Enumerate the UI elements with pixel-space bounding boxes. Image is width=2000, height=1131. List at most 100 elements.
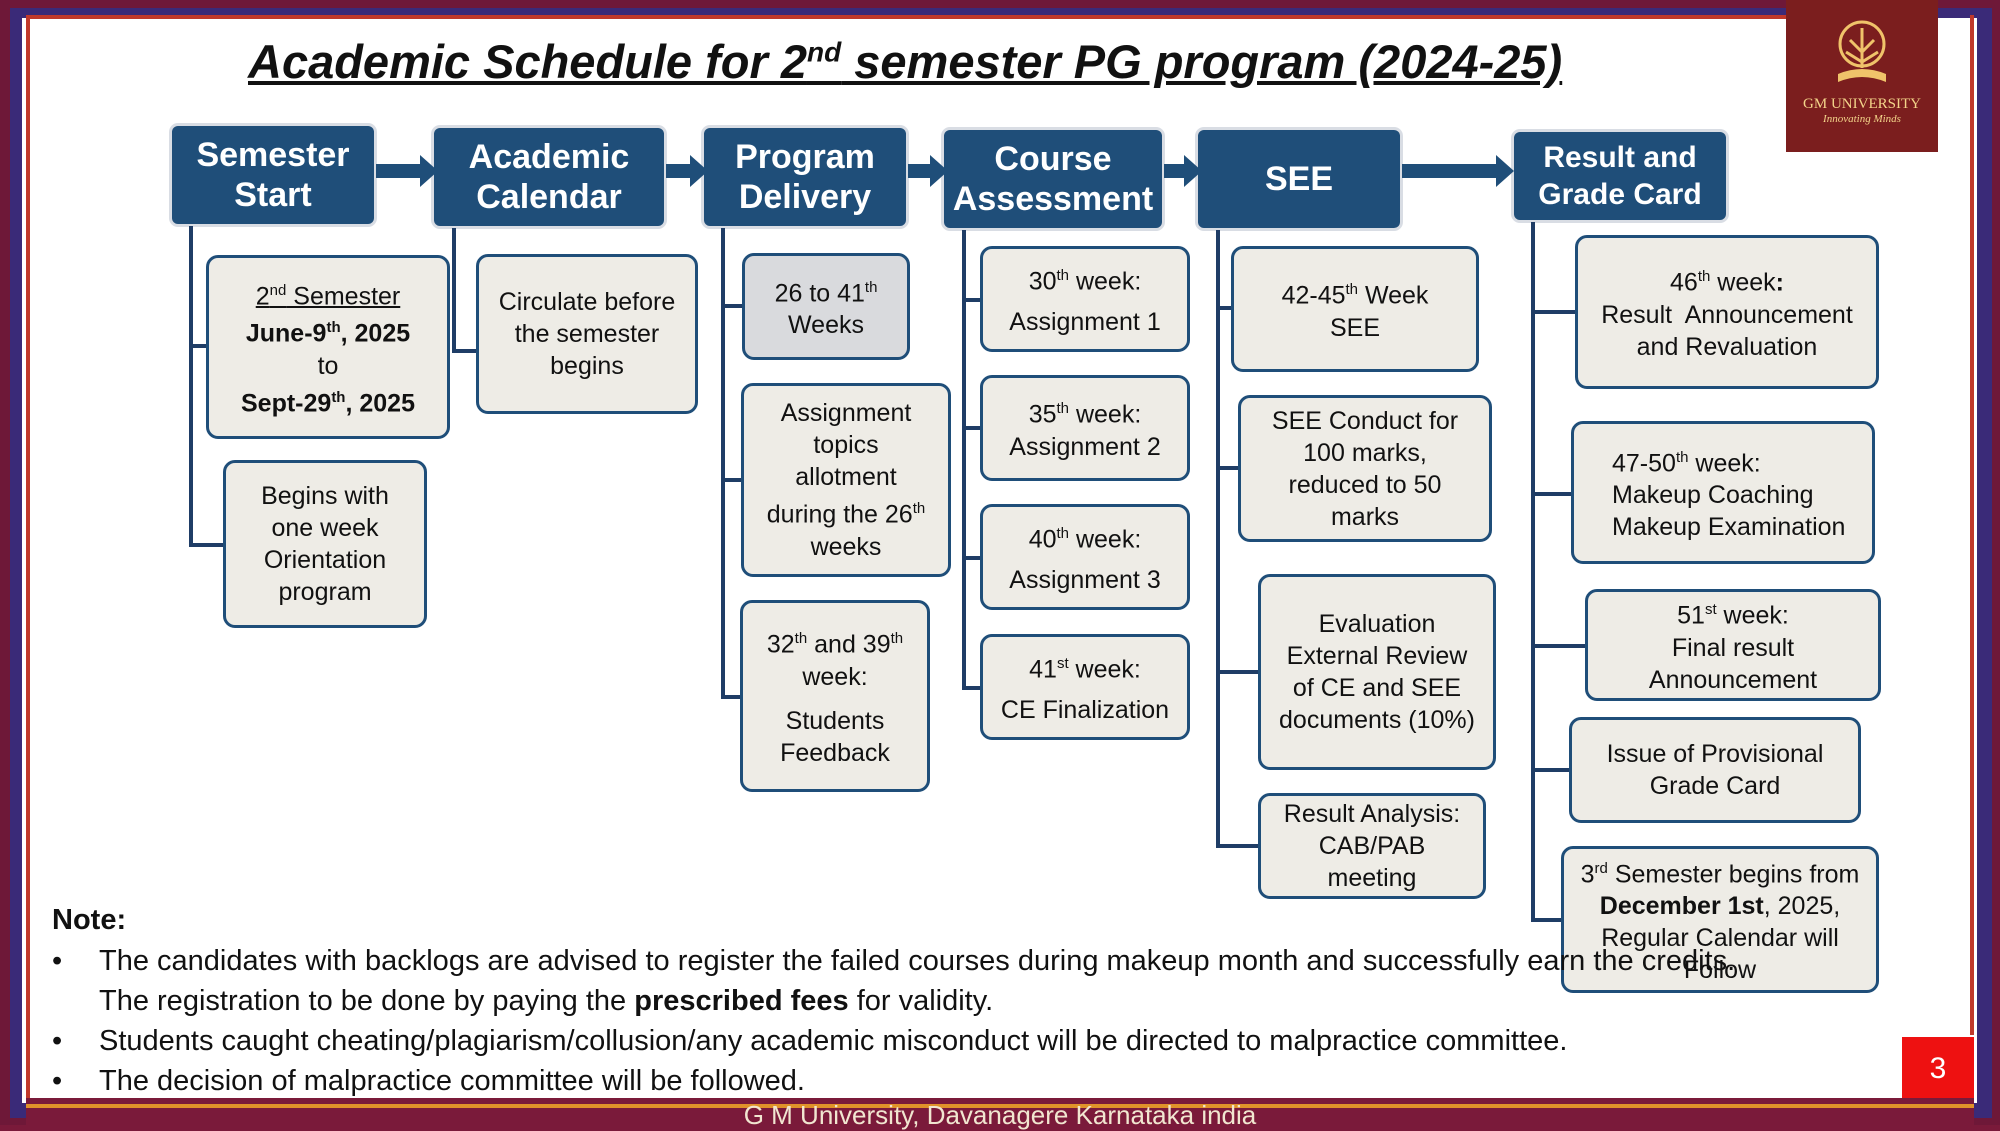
text: Semester — [286, 282, 401, 311]
assignment-topics-box: Assignment topics allotment during the 2… — [741, 383, 951, 577]
assessment-box-2: 35th week: Assignment 2 — [980, 375, 1190, 481]
result-analysis-box: Result Analysis: CAB/PAB meeting — [1258, 793, 1486, 899]
footer-bar — [26, 1098, 1974, 1125]
connector — [962, 230, 966, 690]
note-section: Note: The candidates with backlogs are a… — [52, 904, 1739, 1101]
text: SEE — [1329, 313, 1381, 342]
text: 26 to 41 — [774, 279, 865, 308]
text: 100 marks, — [1303, 438, 1427, 467]
arrow-4 — [1164, 155, 1202, 187]
text: 35th week: — [1029, 393, 1142, 430]
text: week: — [1069, 400, 1142, 429]
text: 30 — [1028, 267, 1057, 296]
header-line: Calendar — [476, 178, 622, 216]
text: Semester begins from — [1607, 860, 1860, 889]
text: 3rd Semester begins from — [1581, 853, 1860, 890]
text: 41st week: — [1029, 648, 1141, 685]
red-border-right — [1970, 15, 1974, 1035]
text: Announcement — [1648, 665, 1818, 694]
connector — [1531, 310, 1577, 314]
semester-dates-box: 2nd Semester June-9th, 2025 to Sept-29th… — [206, 255, 450, 439]
end-date: Sept-29th, 2025 — [241, 382, 415, 419]
text: 40 — [1028, 525, 1057, 554]
connector — [962, 298, 984, 302]
text: nd — [269, 282, 287, 299]
text: Assignment 3 — [1009, 565, 1161, 594]
arrow-2 — [666, 155, 708, 187]
text: : — [1775, 268, 1784, 297]
text: allotment — [795, 463, 897, 492]
text: th — [1056, 400, 1070, 418]
note-item: Students caught cheating/plagiarism/coll… — [52, 1021, 1739, 1061]
text: December 1st, 2025, — [1600, 890, 1840, 922]
text: reduced to 50 — [1288, 470, 1442, 499]
text: Circulate before — [498, 288, 676, 316]
university-logo: GM UNIVERSITY Innovating Minds — [1786, 0, 1938, 152]
header-see: SEE — [1198, 130, 1400, 228]
title-sup: nd — [806, 36, 842, 68]
text: 35 — [1028, 400, 1057, 429]
text: 32 — [766, 630, 795, 659]
text: 42-45 — [1281, 281, 1346, 310]
text: Final result — [1671, 633, 1795, 662]
text: Assignment 2 — [1009, 432, 1161, 461]
text: 51st week: — [1677, 594, 1789, 631]
page-title: Academic Schedule for 2nd semester PG pr… — [248, 34, 1562, 89]
header-line: Course — [994, 140, 1112, 178]
text: , 2025 — [345, 388, 415, 417]
assessment-box-1: 30th week: Assignment 1 — [980, 246, 1190, 352]
text: th — [326, 319, 341, 337]
text: 3 — [1580, 860, 1595, 889]
text: 47-50 — [1612, 449, 1676, 478]
assessment-box-4: 41st week: CE Finalization — [980, 634, 1190, 740]
text: th — [1697, 268, 1711, 286]
header-line: Program — [735, 138, 875, 176]
text: program — [278, 578, 372, 606]
title-pre: Academic Schedule for 2 — [248, 35, 807, 88]
see-weeks-box: 42-45th Week SEE — [1231, 246, 1479, 372]
connector — [1216, 670, 1260, 674]
text: Assignment 1 — [1009, 307, 1161, 336]
connector — [452, 228, 456, 353]
note-item: The candidates with backlogs are advised… — [52, 941, 1739, 1021]
text: Assignment — [780, 399, 912, 428]
text: 51 — [1677, 601, 1705, 630]
final-result-box: 51st week: Final result Announcement — [1585, 589, 1881, 701]
text: th — [864, 278, 878, 296]
connector — [1216, 230, 1220, 848]
connector — [1216, 466, 1240, 470]
text: Orientation — [263, 546, 387, 574]
connector — [452, 349, 478, 353]
note-list: The candidates with backlogs are advised… — [52, 941, 1739, 1101]
text: week: — [1688, 449, 1761, 478]
note-item: The decision of malpractice committee wi… — [52, 1061, 1739, 1101]
semester-line: 2nd Semester — [256, 275, 401, 312]
text: topics — [813, 431, 879, 460]
text: The candidates with backlogs are advised… — [99, 945, 1736, 1017]
arrow-3 — [908, 155, 948, 187]
connector — [1531, 222, 1535, 922]
tree-book-icon — [1838, 20, 1886, 82]
text: st — [1056, 655, 1069, 673]
text: of CE and SEE — [1292, 674, 1462, 702]
connector — [1531, 768, 1571, 772]
footer-text: G M University, Davanagere Karnataka ind… — [743, 1100, 1257, 1130]
connector — [189, 543, 225, 547]
text: SEE Conduct for — [1271, 406, 1459, 435]
text: 46 — [1670, 268, 1698, 297]
text: 40th week: — [1029, 518, 1142, 555]
text: the semester — [514, 320, 660, 348]
provisional-grade-card-box: Issue of Provisional Grade Card — [1569, 717, 1861, 823]
text: for validity. — [848, 985, 994, 1017]
text: and 39 — [807, 630, 891, 659]
text: th — [1056, 525, 1070, 543]
delivery-weeks-box: 26 to 41th Weeks — [742, 253, 910, 360]
connector — [721, 304, 745, 308]
students-feedback-box: 32th and 39th week: Students Feedback — [740, 600, 930, 792]
text: Result Announcement — [1601, 300, 1853, 329]
connector — [1531, 918, 1563, 922]
text: 42-45th Week — [1282, 274, 1429, 311]
text: th — [331, 388, 346, 406]
